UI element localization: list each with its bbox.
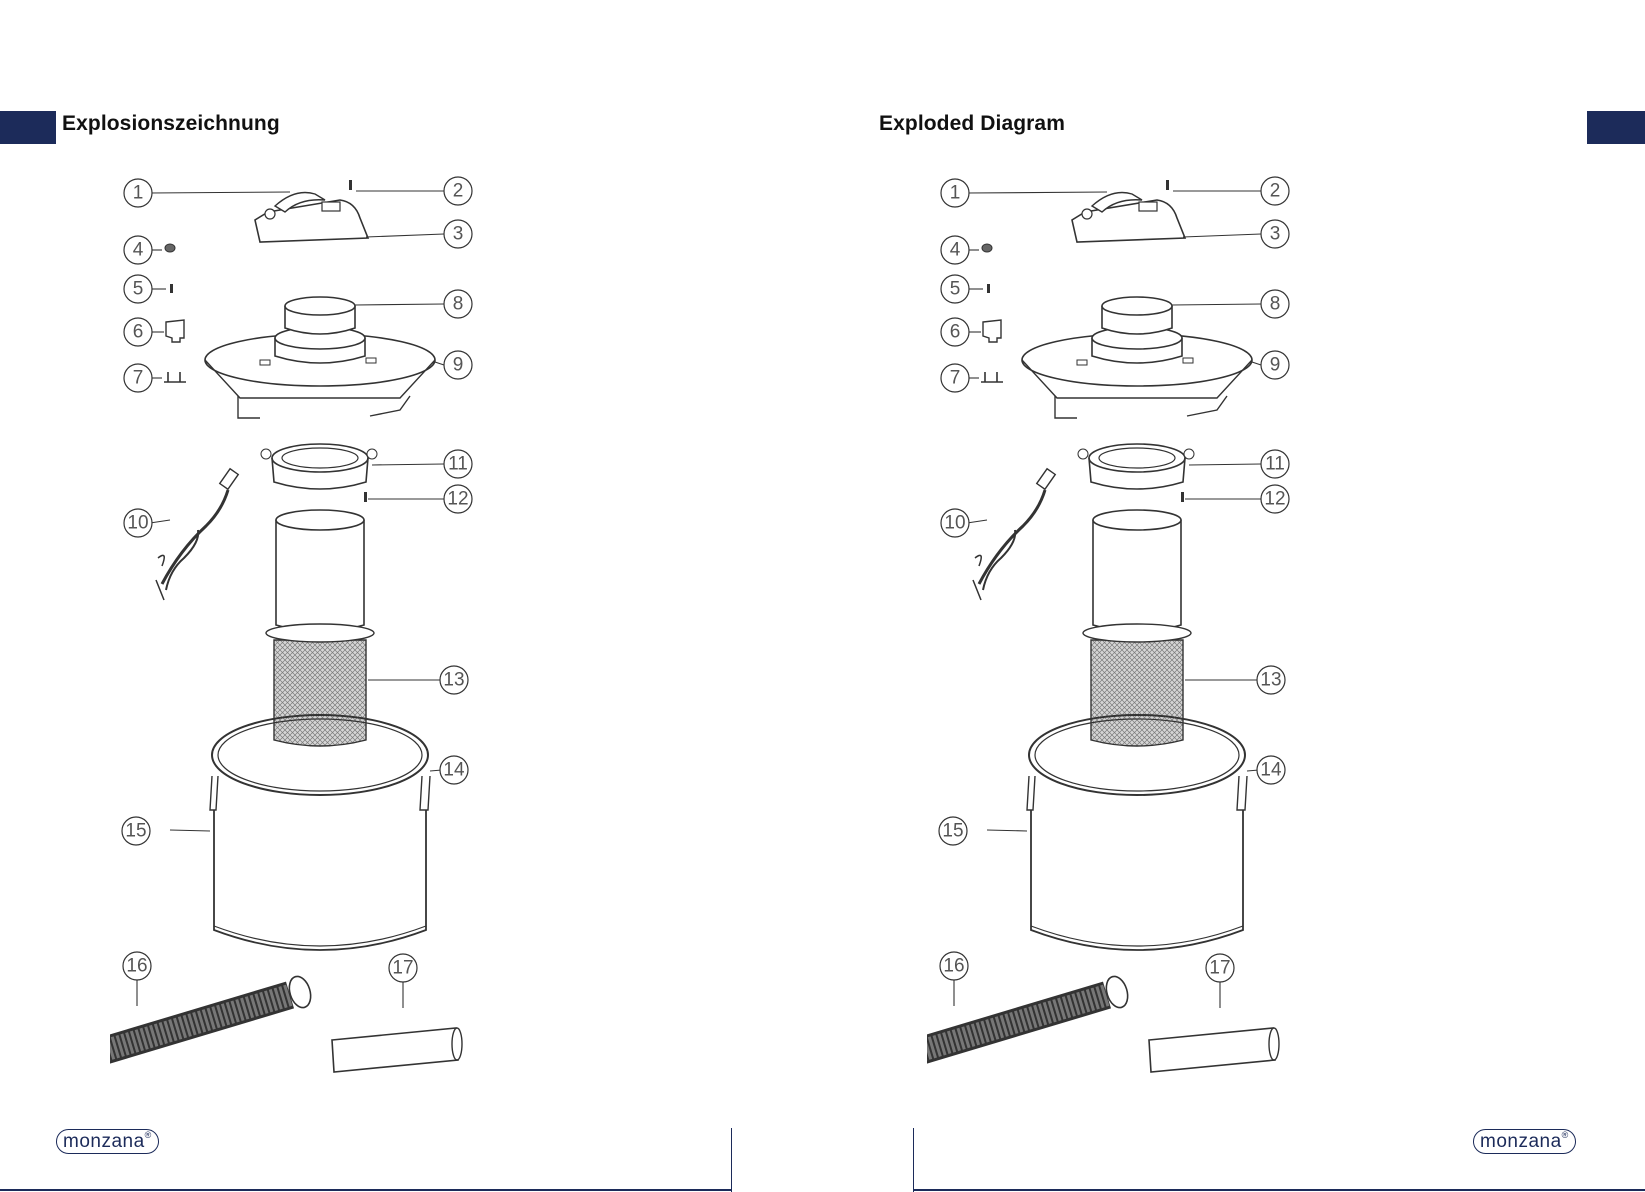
part-label: 2 (453, 181, 464, 202)
bottom-rule (0, 1189, 732, 1191)
page-tab-marker (0, 111, 56, 144)
part-label: 6 (133, 322, 144, 343)
right-page: Exploded Diagram 1 2 3 4 5 6 7 8 9 10 11… (822, 0, 1645, 1192)
part-label: 4 (133, 240, 144, 261)
part-label: 8 (453, 294, 464, 315)
monzana-logo: monzana® (56, 1129, 159, 1154)
gutter-line (731, 1128, 732, 1192)
part-label: 8 (1270, 294, 1281, 315)
part-label: 11 (448, 454, 468, 475)
registered-mark: ® (145, 1130, 152, 1140)
part-label: 17 (392, 958, 413, 979)
part-label: 17 (1209, 958, 1230, 979)
part-label: 12 (1264, 489, 1285, 510)
part-label: 14 (1260, 760, 1282, 781)
part-label: 2 (1270, 181, 1281, 202)
part-label: 14 (443, 760, 465, 781)
part-label: 7 (133, 368, 144, 389)
logo-text: monzana (1480, 1131, 1562, 1152)
part-label: 9 (1270, 355, 1281, 376)
part-label: 4 (950, 240, 961, 261)
page-heading-en: Exploded Diagram (879, 112, 1065, 136)
part-label: 13 (443, 670, 464, 691)
registered-mark: ® (1562, 1130, 1569, 1140)
part-label: 12 (447, 489, 468, 510)
part-label: 1 (950, 183, 961, 204)
left-page: Explosionszeichnung 1 2 3 4 5 6 7 8 9 10… (0, 0, 822, 1192)
part-label: 3 (453, 224, 464, 245)
part-label: 10 (944, 513, 965, 534)
part-label: 13 (1260, 670, 1281, 691)
logo-text: monzana (63, 1131, 145, 1152)
part-label: 5 (133, 279, 144, 300)
gutter-line (913, 1128, 914, 1192)
part-label: 10 (127, 513, 148, 534)
part-label: 16 (943, 956, 964, 977)
part-label: 15 (942, 821, 963, 842)
monzana-logo: monzana® (1473, 1129, 1576, 1154)
part-label: 9 (453, 355, 464, 376)
part-label: 3 (1270, 224, 1281, 245)
page-tab-marker (1587, 111, 1645, 144)
part-label: 15 (125, 821, 146, 842)
part-label: 6 (950, 322, 961, 343)
part-label: 11 (1265, 454, 1285, 475)
bottom-rule (913, 1189, 1645, 1191)
part-label: 1 (133, 183, 144, 204)
exploded-diagram-de: 1 2 3 4 5 6 7 8 9 10 11 12 13 14 15 16 1… (110, 170, 520, 1130)
exploded-diagram-en: 1 2 3 4 5 6 7 8 9 10 11 12 13 14 15 16 1… (927, 170, 1337, 1130)
part-label: 5 (950, 279, 961, 300)
part-label: 7 (950, 368, 961, 389)
part-label: 16 (126, 956, 147, 977)
page-heading-de: Explosionszeichnung (62, 112, 280, 136)
